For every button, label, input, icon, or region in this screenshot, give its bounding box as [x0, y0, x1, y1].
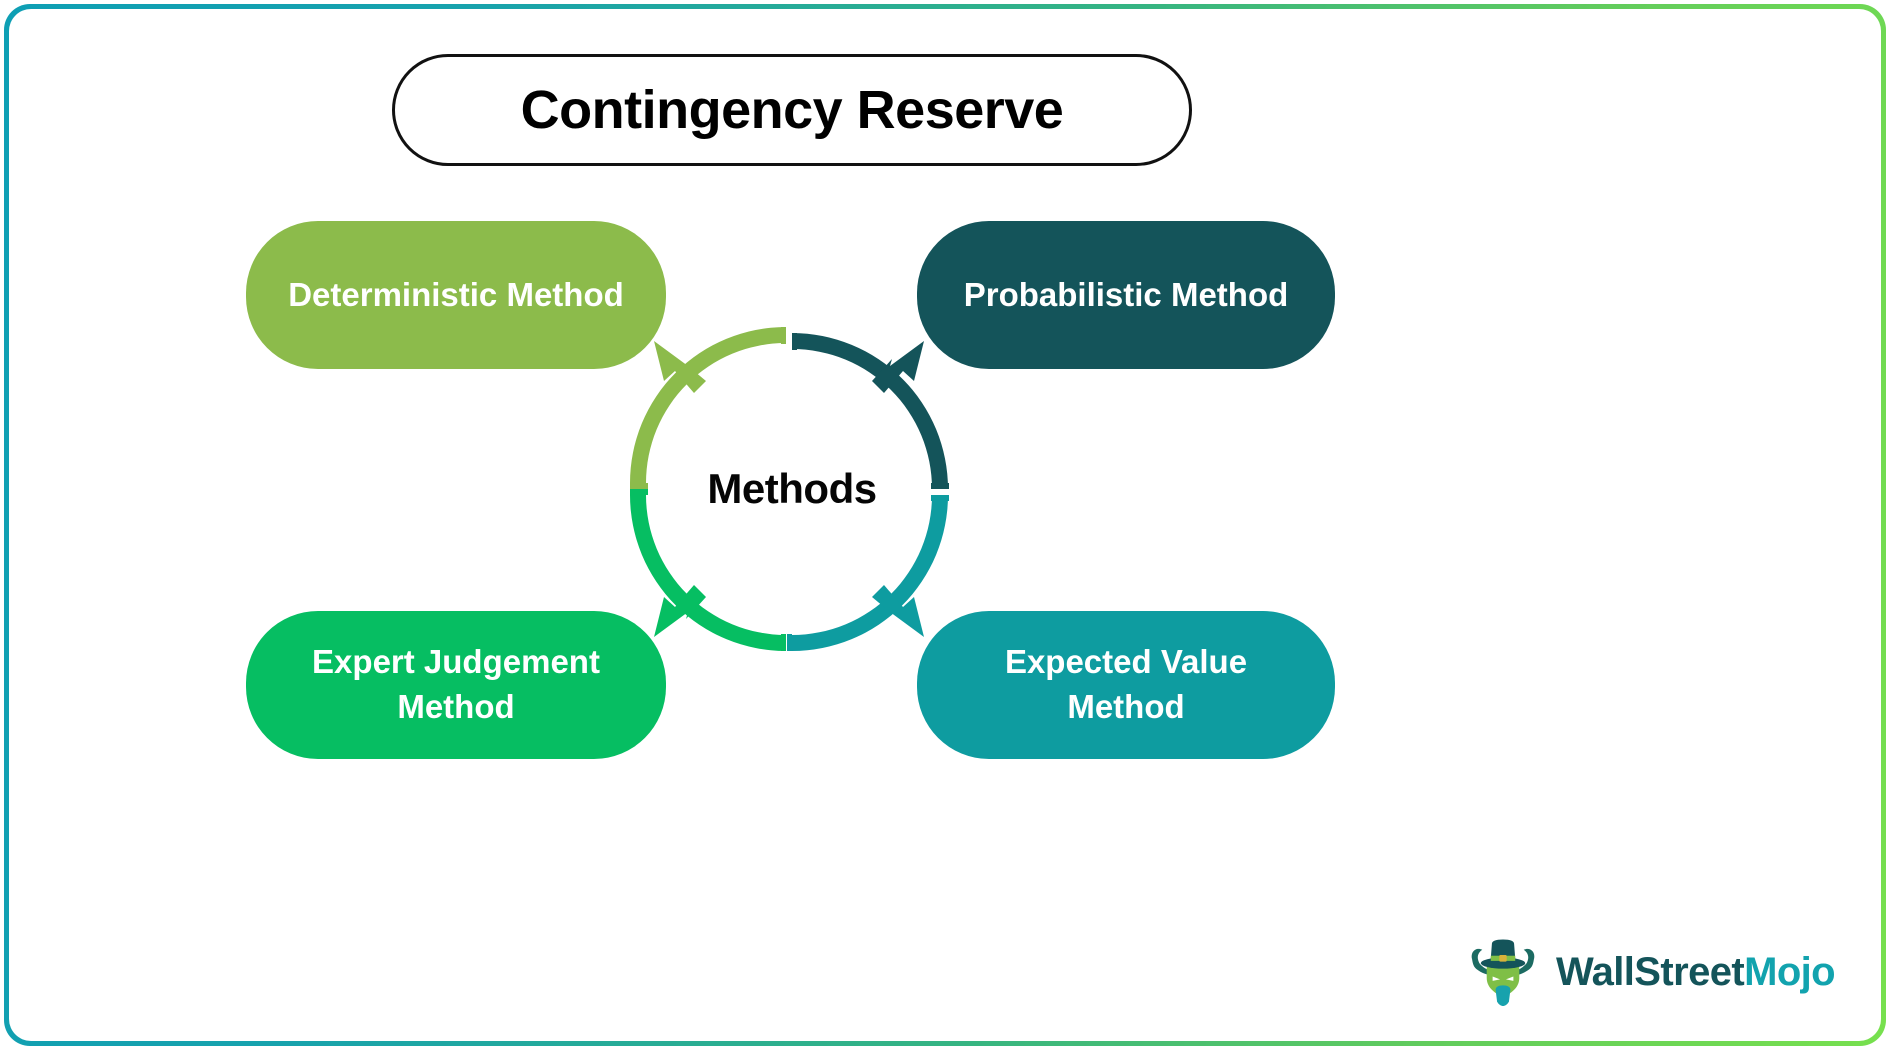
cycle-arc-deterministic — [630, 327, 786, 489]
brand-logo[interactable]: WallStreetMojo — [1466, 935, 1836, 1009]
method-label: Deterministic Method — [288, 275, 624, 313]
method-card-probabilistic[interactable]: Probabilistic Method — [917, 221, 1335, 369]
method-card-deterministic[interactable]: Deterministic Method — [246, 221, 666, 369]
cycle-arc-expected-value — [787, 495, 949, 651]
method-card-expected-value[interactable]: Expected Value Method — [917, 611, 1335, 759]
method-card-expert-judgement[interactable]: Expert Judgement Method — [246, 611, 666, 759]
page-frame: Contingency Reserve Deterministic Method… — [4, 4, 1886, 1046]
page-canvas: Contingency Reserve Deterministic Method… — [9, 9, 1881, 1041]
method-label: Probabilistic Method — [963, 275, 1289, 313]
method-label: Expert Judgement Method — [312, 643, 600, 725]
brand-word-secondary: Mojo — [1744, 949, 1836, 994]
cycle-arc-probabilistic — [792, 333, 949, 489]
cycle-arc-expert-judgement — [630, 489, 786, 651]
page-title: Contingency Reserve — [392, 54, 1192, 166]
page-title-text: Contingency Reserve — [520, 80, 1064, 140]
brand-wordmark: WallStreetMojo — [1555, 949, 1836, 995]
brand-word-primary: WallStreet — [1555, 949, 1745, 994]
method-label: Expected Value Method — [1004, 643, 1248, 725]
bull-with-tophat-icon — [1471, 939, 1535, 1007]
cycle-diagram: Methods — [622, 319, 962, 659]
